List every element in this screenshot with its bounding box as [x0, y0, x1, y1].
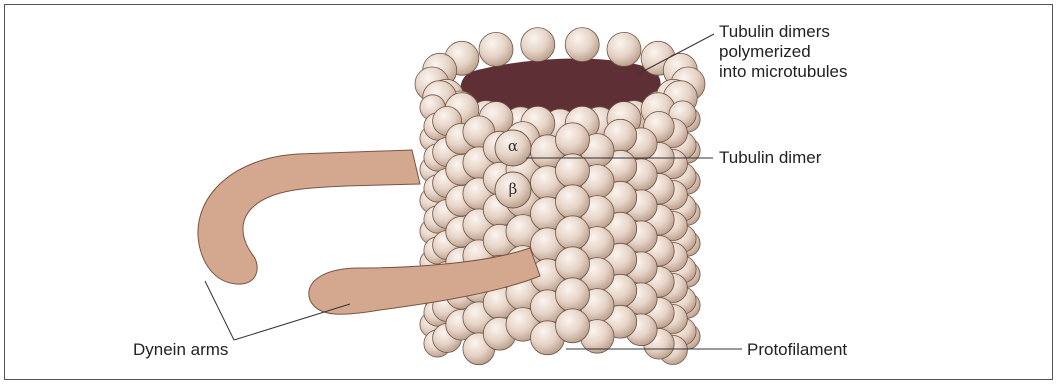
label-dynein-arms: Dynein arms: [133, 340, 228, 360]
label-tubulin-dimers-line1: Tubulin dimers: [719, 22, 848, 42]
label-tubulin-dimers-line2: polymerized: [719, 42, 848, 62]
tubulin-bead: [556, 185, 590, 219]
leader-dynein-upper: [205, 281, 234, 340]
tubulin-bead: [607, 32, 641, 66]
label-tubulin-dimers: Tubulin dimers polymerized into microtub…: [719, 22, 848, 82]
tubulin-bead: [479, 32, 513, 66]
tubulin-bead: [556, 216, 590, 250]
label-tubulin-dimer: Tubulin dimer: [719, 148, 821, 168]
beta-subunit-label: β: [503, 180, 523, 198]
dynein-arm-upper: [198, 150, 420, 284]
tubulin-bead: [521, 28, 555, 62]
alpha-subunit-label: α: [503, 137, 523, 155]
tubulin-bead: [556, 154, 590, 188]
label-protofilament: Protofilament: [747, 340, 847, 360]
tubulin-bead: [556, 247, 590, 281]
tubulin-bead: [556, 278, 590, 312]
tubulin-bead: [556, 309, 590, 343]
tubulin-bead: [556, 123, 590, 157]
leader-dynein-lower: [234, 304, 350, 340]
tubulin-bead: [565, 28, 599, 62]
label-tubulin-dimers-line3: into microtubules: [719, 62, 848, 82]
